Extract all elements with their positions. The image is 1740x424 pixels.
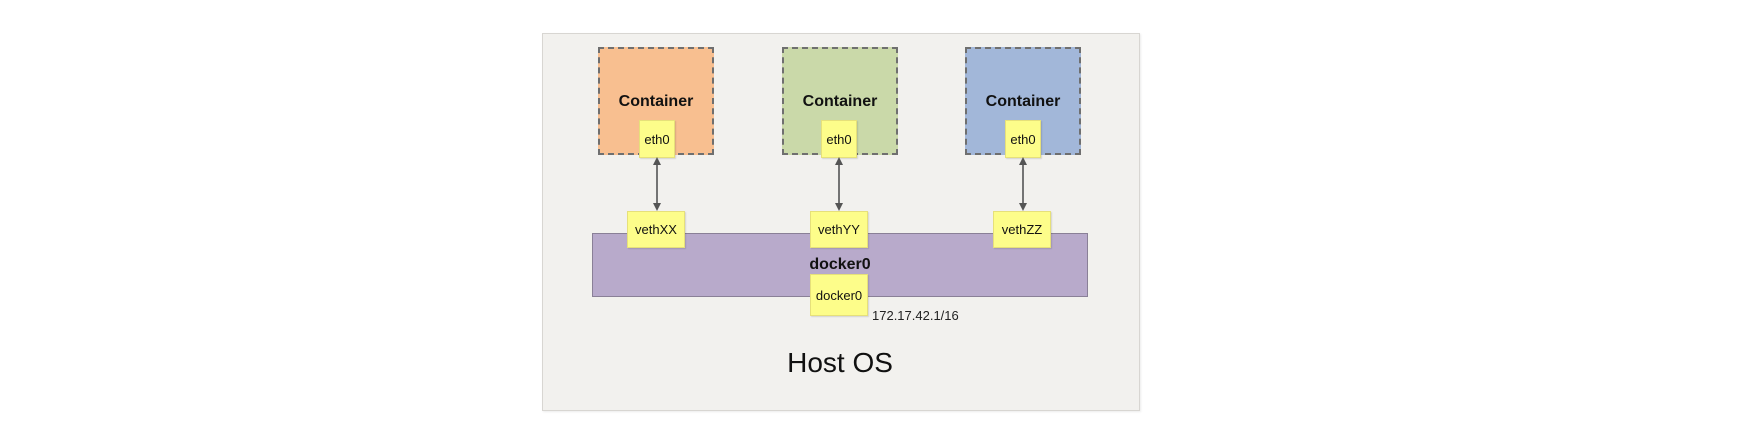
host-os-title: Host OS	[787, 347, 893, 378]
docker0-bridge-title: docker0	[809, 256, 871, 273]
vethzz-tag: vethZZ	[993, 211, 1051, 248]
docker0-iface-tag: docker0	[810, 274, 868, 316]
container-3-title: Container	[985, 93, 1061, 110]
container-1-eth0-tag: eth0	[639, 120, 675, 158]
container-2-title: Container	[802, 93, 878, 110]
container-1-title: Container	[618, 93, 694, 110]
container-3-eth0-tag: eth0	[1005, 120, 1041, 158]
vethxx-tag: vethXX	[627, 211, 685, 248]
docker0-ip-label: 172.17.42.1/16	[872, 308, 959, 323]
vethyy-tag: vethYY	[810, 211, 868, 248]
